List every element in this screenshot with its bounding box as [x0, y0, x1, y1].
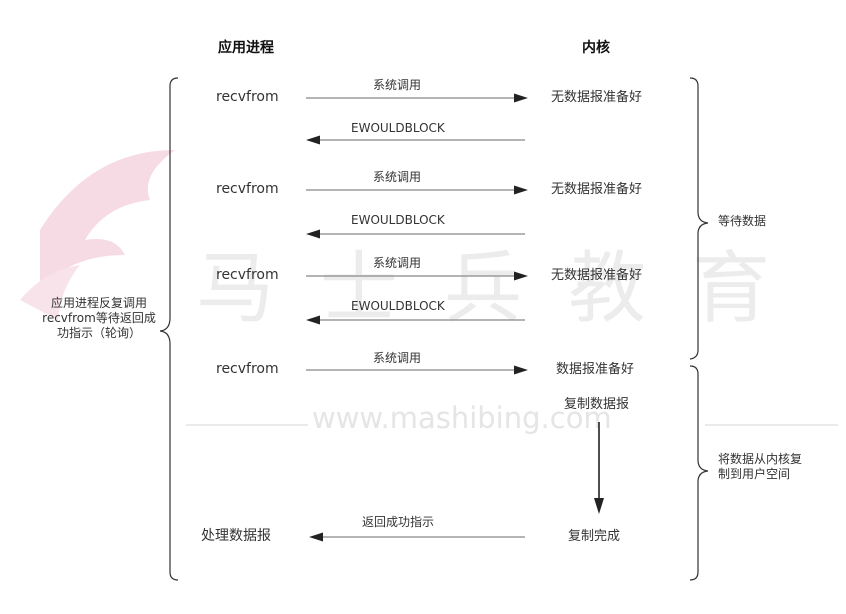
- kernel-state-1: 无数据报准备好: [551, 90, 643, 105]
- watermark-brand: 马士兵教育: [196, 244, 817, 334]
- recvfrom-call-2: recvfrom: [216, 181, 279, 197]
- recvfrom-call-4: recvfrom: [216, 361, 279, 377]
- copy-brace: [689, 365, 709, 581]
- left-brace: [159, 77, 179, 581]
- process-datagram-label: 处理数据报: [201, 528, 271, 544]
- ewouldblock-arrow-2: [306, 229, 525, 239]
- wait-brace: [689, 77, 709, 360]
- kernel-state-2: 无数据报准备好: [551, 182, 643, 197]
- syscall-label-2: 系统调用: [373, 170, 422, 184]
- reply-label-2: EWOULDBLOCK: [351, 213, 445, 227]
- watermark-url: www.mashibing.com: [312, 401, 612, 435]
- wait-data-note: 等待数据: [718, 214, 767, 228]
- copy-complete-label: 复制完成: [568, 529, 621, 544]
- syscall-label-4: 系统调用: [373, 351, 422, 365]
- syscall-arrow-4: [306, 365, 528, 375]
- kernel-header: 内核: [582, 40, 610, 56]
- syscall-label-3: 系统调用: [373, 256, 422, 270]
- reply-label-3: EWOULDBLOCK: [351, 299, 445, 313]
- success-arrow: [309, 532, 525, 542]
- recvfrom-call-3: recvfrom: [216, 267, 279, 283]
- reply-label-1: EWOULDBLOCK: [351, 121, 445, 135]
- syscall-arrow-3: [306, 271, 528, 281]
- syscall-arrow-1: [306, 93, 528, 103]
- process-header: 应用进程: [218, 40, 274, 56]
- ewouldblock-arrow-1: [306, 135, 525, 145]
- recvfrom-call-1: recvfrom: [216, 89, 279, 105]
- success-return-label: 返回成功指示: [362, 515, 435, 529]
- kernel-state-3: 无数据报准备好: [551, 268, 643, 283]
- syscall-arrow-2: [306, 185, 528, 195]
- kernel-state-4: 数据报准备好: [556, 362, 635, 377]
- copy-to-user-note: 将数据从内核复制到用户空间: [718, 452, 803, 481]
- syscall-label-1: 系统调用: [373, 78, 422, 92]
- copy-datagram-label: 复制数据报: [564, 397, 630, 412]
- copy-down-arrow: [594, 422, 604, 514]
- polling-note: 应用进程反复调用recvfrom等待返回成功指示（轮询）: [42, 296, 156, 340]
- ewouldblock-arrow-3: [306, 315, 525, 325]
